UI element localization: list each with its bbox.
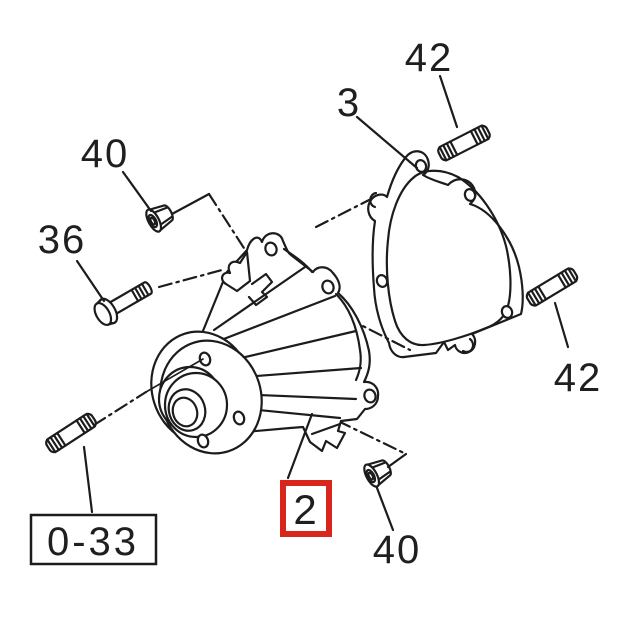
selected-part-callout[interactable]: 2 [280, 480, 332, 537]
page-reference-callout[interactable]: 0-33 [29, 513, 158, 566]
callout-0-33: 0-33 [47, 520, 139, 564]
callout-42-top[interactable]: 42 [405, 36, 454, 80]
stud-reference-drawing [43, 410, 99, 456]
leader-lines [75, 74, 570, 532]
callout-42-right[interactable]: 42 [554, 356, 603, 400]
water-pump-drawing [150, 232, 380, 455]
highlight-box [280, 480, 332, 537]
stud-right-drawing [523, 265, 581, 309]
callout-2: 2 [293, 486, 316, 533]
callout-40-top[interactable]: 40 [81, 132, 130, 176]
reference-box [29, 513, 158, 566]
callout-36[interactable]: 36 [38, 218, 87, 262]
callout-3[interactable]: 3 [337, 81, 361, 125]
stud-top-drawing [435, 122, 493, 164]
callout-40-bottom[interactable]: 40 [373, 528, 422, 572]
gasket-drawing [367, 150, 524, 359]
flange-nut-bottom-drawing [360, 454, 396, 490]
flange-bolt-drawing [93, 281, 153, 326]
